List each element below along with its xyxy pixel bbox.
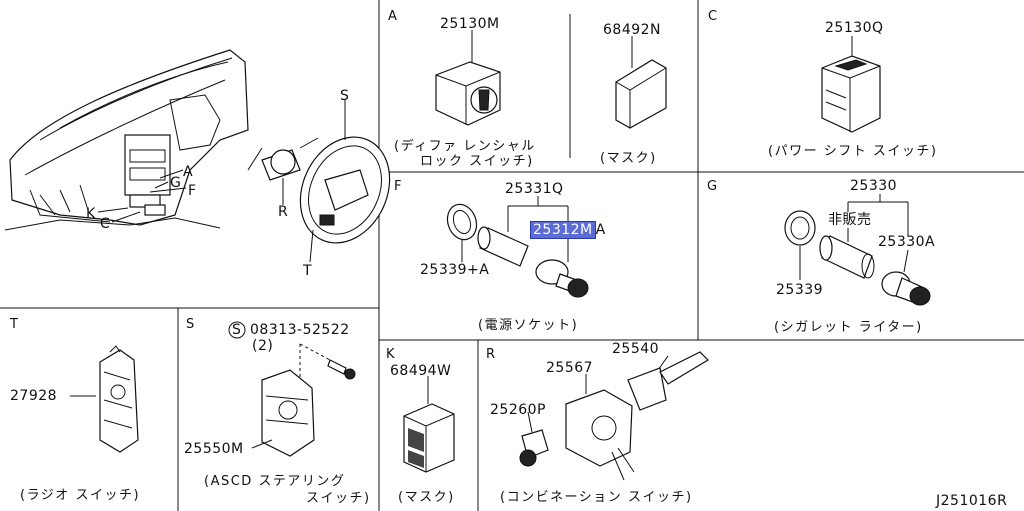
callout-r: R [278, 204, 289, 220]
caption-power-shift: (パワー シフト スイッチ) [768, 144, 938, 159]
callout-a: A [183, 164, 194, 180]
screw-s-mark: S [232, 322, 242, 338]
part-25330: 25330 [850, 178, 898, 194]
panel-k-letter: K [386, 347, 395, 362]
part-68494w: 68494W [390, 363, 452, 379]
dashboard-overview-drawing [4, 49, 391, 263]
part-08313-52522: 08313-52522 [250, 322, 350, 338]
part-25330a: 25330A [878, 234, 936, 250]
caption-radio-switch: (ラジオ スイッチ) [20, 488, 141, 503]
panel-a-letter: A [388, 9, 397, 24]
panel-g-letter: G [707, 179, 718, 194]
caption-power-socket: (電源ソケット) [478, 318, 579, 333]
panel-t-letter: T [10, 317, 18, 332]
panel-f-letter: F [394, 179, 402, 194]
caption-diff-lock-line1: (ディファ レンシャル [394, 139, 536, 154]
caption-mask-k: (マスク) [398, 490, 455, 505]
callout-s: S [340, 88, 350, 104]
callout-c: C [100, 216, 111, 232]
part-25331q: 25331Q [505, 181, 564, 197]
part-25130m: 25130M [440, 16, 500, 32]
caption-diff-lock-line2: ロック スイッチ) [420, 154, 534, 169]
callout-t: T [303, 263, 313, 279]
part-25312m-suffix: A [595, 222, 606, 238]
screw-quantity: (2) [252, 338, 274, 354]
caption-ascd-line1: (ASCD ステアリング [204, 474, 346, 489]
diagram-id: J251016R [936, 493, 1008, 509]
callout-g: G [170, 175, 182, 191]
part-25540: 25540 [612, 341, 660, 357]
caption-mask-a: (マスク) [600, 151, 657, 166]
caption-combination-switch: (コンビネーション スイッチ) [500, 490, 693, 505]
part-25567: 25567 [546, 360, 594, 376]
part-68492n: 68492N [603, 22, 662, 38]
caption-cigarette-lighter: (シガレット ライター) [774, 320, 923, 335]
part-25339: 25339 [776, 282, 824, 298]
callout-k: K [86, 206, 96, 222]
part-25260p: 25260P [490, 402, 546, 418]
caption-ascd-line2: スイッチ) [306, 491, 371, 506]
part-25130q: 25130Q [825, 20, 884, 36]
panel-s-letter: S [186, 317, 195, 332]
part-25312m-highlight: 25312M [530, 221, 596, 239]
note-not-for-sale: 非販売 [828, 212, 872, 228]
part-27928: 27928 [10, 388, 58, 404]
callout-f: F [188, 183, 197, 199]
screw-s-mark-ring [228, 321, 246, 339]
panel-r-letter: R [486, 347, 496, 362]
part-25339a: 25339+A [420, 262, 490, 278]
part-25550m: 25550M [184, 441, 244, 457]
panel-c-letter: C [708, 9, 718, 24]
